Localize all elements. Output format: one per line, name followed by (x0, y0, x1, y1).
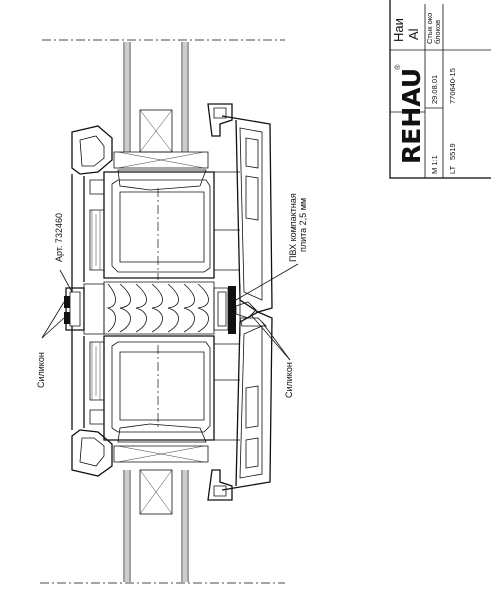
leader-silicone-left-2 (41, 317, 65, 339)
date-value: 29.08.01 (430, 75, 439, 104)
title-name-line1: Наи (391, 18, 406, 42)
pvc-plate (228, 286, 236, 334)
label-article: Арт. 732460 (54, 213, 64, 262)
title-block: REHAU ® Наи Al Стык око блоков М 1:1 29.… (389, 0, 491, 179)
glazing-bottom (123, 469, 189, 582)
leader-pvc-plate (235, 263, 299, 301)
title-name-line2: Al (406, 28, 421, 40)
label-pvc-plate-line2: плита 2,5 мм (298, 198, 308, 252)
label-pvc-plate-line1: ПВХ компактная (288, 193, 298, 262)
logo-rehau: REHAU (397, 68, 426, 164)
frame-profile-top (71, 103, 273, 313)
silicone-bead-left (64, 296, 70, 308)
leader-silicone-right (251, 315, 291, 361)
scale-value: М 1:1 (430, 155, 439, 174)
title-description-line1: Стык око (425, 13, 434, 44)
label-silicone-left: Силикон (36, 352, 46, 388)
glazing-top (123, 42, 189, 153)
leader-silicone-right-2 (261, 321, 291, 361)
title-description-line2: блоков (433, 20, 442, 44)
label-silicone-right: Силикон (284, 362, 294, 398)
annotations: Арт. 732460 Силикон Силикон ПВХ компактн… (36, 193, 308, 398)
drawing-number: 770640-15 (448, 68, 457, 104)
logo-registered: ® (393, 64, 402, 70)
silicone-bead-left-2 (64, 312, 70, 324)
leader-article (59, 269, 73, 293)
leader-silicone-left (41, 301, 65, 339)
joint-connection (64, 281, 267, 336)
lt-label: LT (448, 165, 457, 174)
lt-number: 5519 (448, 143, 457, 160)
